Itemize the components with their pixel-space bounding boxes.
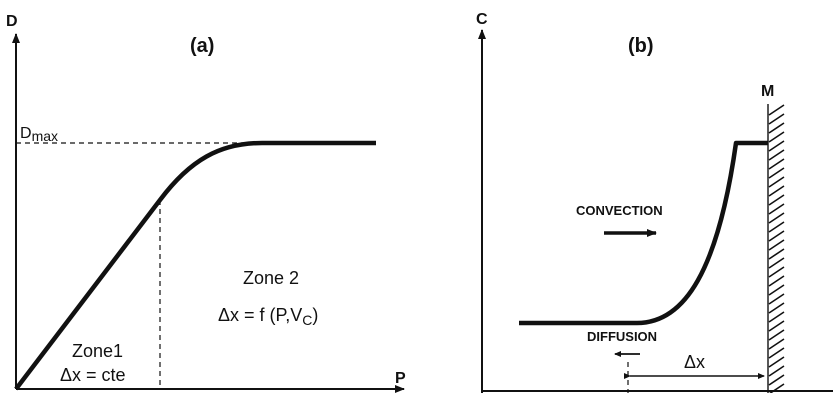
wall-hatching xyxy=(768,104,785,393)
hatch-stroke xyxy=(768,311,785,323)
hatch-stroke xyxy=(768,275,785,287)
hatch-stroke xyxy=(768,176,785,188)
hatch-stroke xyxy=(768,347,785,359)
hatch-stroke xyxy=(768,167,785,179)
diffusion-label: DIFFUSION xyxy=(587,329,657,344)
hatch-stroke xyxy=(768,239,785,251)
panel-a-y-axis-label: D xyxy=(6,13,18,30)
panel-a: D P (a) Dmax Zone1 Δx = cte Zone 2 Δx = … xyxy=(6,13,406,393)
hatch-stroke xyxy=(768,140,785,152)
hatch-stroke xyxy=(768,104,785,116)
panel-b-label: (b) xyxy=(628,35,654,57)
hatch-stroke xyxy=(768,248,785,260)
hatch-stroke xyxy=(768,158,785,170)
hatch-stroke xyxy=(768,230,785,242)
hatch-stroke xyxy=(768,131,785,143)
concentration-curve xyxy=(519,140,768,326)
panel-a-label: (a) xyxy=(190,35,214,57)
hatch-stroke xyxy=(768,293,785,305)
hatch-stroke xyxy=(768,221,785,233)
zone1-formula: Δx = cte xyxy=(60,365,126,385)
hatch-stroke xyxy=(768,356,785,368)
panel-b-y-axis-label: C xyxy=(476,11,488,28)
hatch-stroke xyxy=(768,302,785,314)
zone2-formula: Δx = f (P,VC) xyxy=(218,305,318,328)
convection-label: CONVECTION xyxy=(576,203,663,218)
hatch-stroke xyxy=(768,374,785,386)
zone2-title: Zone 2 xyxy=(243,268,299,288)
zone1-title: Zone1 xyxy=(72,341,123,361)
delta-x-label: Δx xyxy=(684,352,705,372)
hatch-stroke xyxy=(768,149,785,161)
hatch-stroke xyxy=(768,365,785,377)
hatch-stroke xyxy=(768,329,785,341)
hatch-stroke xyxy=(768,338,785,350)
hatch-stroke xyxy=(768,203,785,215)
hatch-stroke xyxy=(768,113,785,125)
wall-label: M xyxy=(761,83,774,100)
hatch-stroke xyxy=(768,266,785,278)
dmax-label: Dmax xyxy=(20,125,58,144)
hatch-stroke xyxy=(768,212,785,224)
hatch-stroke xyxy=(768,320,785,332)
panel-a-x-axis-label: P xyxy=(395,370,406,387)
panel-b: C (b) M CONVECTION DIFFUSION Δx xyxy=(476,11,833,393)
hatch-stroke xyxy=(768,257,785,269)
hatch-stroke xyxy=(769,383,785,393)
hatch-stroke xyxy=(768,122,785,134)
diffusion-curve xyxy=(14,140,376,391)
hatch-stroke xyxy=(768,284,785,296)
hatch-stroke xyxy=(768,185,785,197)
hatch-stroke xyxy=(768,194,785,206)
